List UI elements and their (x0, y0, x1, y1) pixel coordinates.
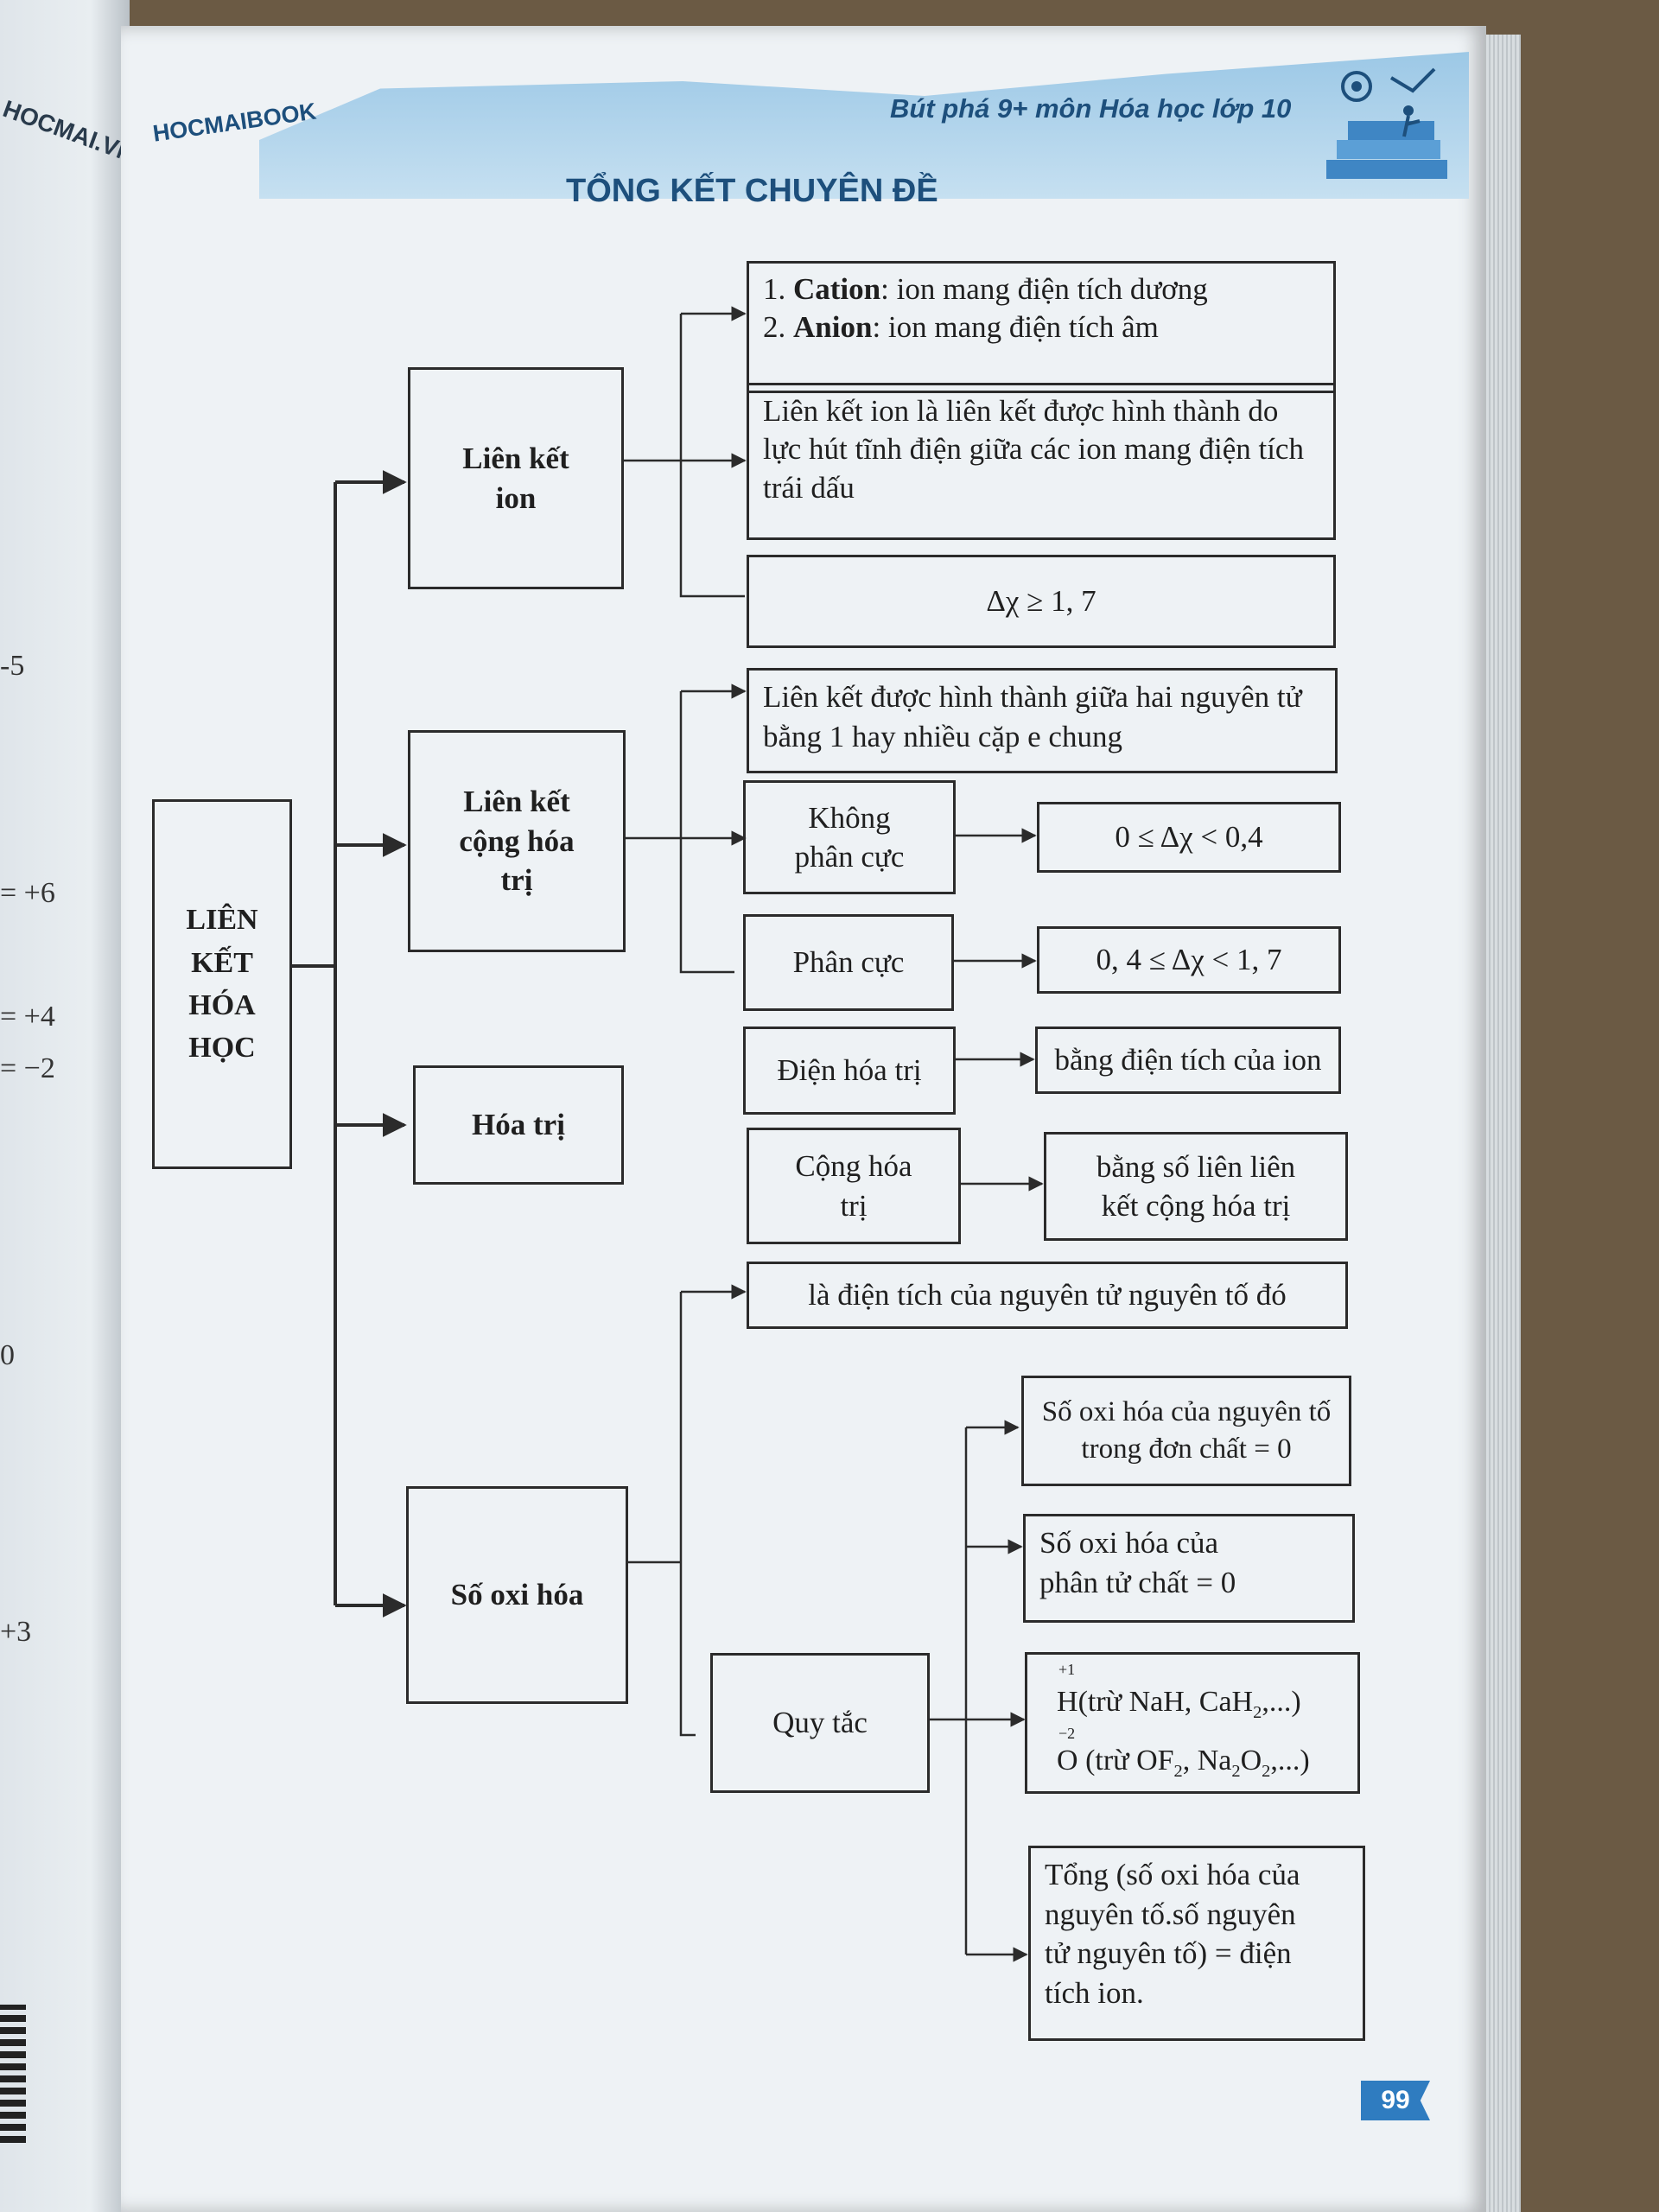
oxygen-mid: O (1240, 1745, 1262, 1777)
rule-sum-box: Tổng (số oxi hóa của nguyên tố.số nguyên… (1028, 1846, 1365, 2041)
left-page-fragment: 0 (0, 1339, 15, 1371)
covalent-label-line: trị (500, 863, 533, 898)
page-title: TỔNG KẾT CHUYÊN ĐỀ (566, 173, 938, 209)
cation-number: 1. (763, 272, 786, 306)
root-node: LIÊN KẾT HÓA HỌC (152, 799, 292, 1169)
covalent-label-line: Liên kết (463, 785, 570, 819)
covalent-label-line: cộng hóa (459, 823, 575, 858)
qr-code-fragment (0, 2005, 26, 2143)
anion-term: Anion (793, 309, 873, 344)
electrovalence-node: Điện hóa trị (743, 1027, 956, 1115)
polar-node: Phân cực (743, 914, 954, 1011)
nonpolar-label-line: Không (808, 800, 891, 835)
left-page-fragment: = +6 (0, 877, 55, 909)
rule-element-line: Số oxi hóa của nguyên tố (1041, 1396, 1332, 1428)
rule-molecule-box: Số oxi hóa của phân tử chất = 0 (1023, 1514, 1355, 1623)
oxygen-subscript: 2 (1173, 1761, 1183, 1781)
covalence-definition-line: bằng số liên liên (1096, 1149, 1296, 1184)
oxygen-exception: (trừ OF (1085, 1745, 1174, 1777)
cation-line: 1. Cation: ion mang điện tích dương (763, 270, 1319, 308)
rule-h-o-box: +1 H(trừ NaH, CaH2,...) −2 O (trừ OF2, N… (1025, 1652, 1360, 1794)
hydrogen-tail: ,...) (1262, 1686, 1301, 1718)
valence-node: Hóa trị (413, 1065, 624, 1185)
anion-number: 2. (763, 309, 786, 344)
ionic-label-line: ion (495, 480, 537, 515)
oxygen-mid: , Na (1182, 1745, 1232, 1777)
oxygen-symbol: O (1057, 1745, 1078, 1777)
oxidation-number-node: Số oxi hóa (406, 1486, 628, 1704)
page-number: 99 (1361, 2081, 1430, 2120)
rule-molecule-line: Số oxi hóa của (1039, 1526, 1219, 1560)
left-page-fragment: -5 (0, 650, 25, 682)
anion-definition: : ion mang điện tích âm (872, 309, 1159, 344)
root-label-line: HỌC (188, 1032, 256, 1065)
oxygen-tail: ,...) (1270, 1745, 1310, 1777)
left-page-fragment: = −2 (0, 1052, 55, 1084)
oxygen-oxidation-sup: −2 (1058, 1725, 1076, 1742)
rule-sum-line: tích ion. (1045, 1975, 1144, 2010)
electrovalence-definition-box: bằng điện tích của ion (1035, 1027, 1341, 1094)
rule-sum-line: Tổng (số oxi hóa của (1045, 1858, 1300, 1891)
rule-sum-line: nguyên tố.số nguyên (1045, 1897, 1296, 1931)
left-page-fragment: +3 (0, 1616, 32, 1648)
cation-definition: : ion mang điện tích dương (880, 272, 1208, 306)
hydrogen-oxidation-sup: +1 (1058, 1661, 1076, 1678)
polar-range-box: 0, 4 ≤ Δχ < 1, 7 (1037, 926, 1341, 994)
hydrogen-subscript: 2 (1253, 1702, 1262, 1722)
ion-types-box: 1. Cation: ion mang điện tích dương 2. A… (747, 261, 1336, 393)
books-emblem-icon (1326, 67, 1447, 179)
rule-element-line: trong đơn chất = 0 (1081, 1433, 1292, 1465)
oxygen-subscript: 2 (1262, 1761, 1271, 1781)
rules-node: Quy tắc (710, 1653, 930, 1793)
rule-oxygen-line: −2 O (trừ OF2, Na2O2,...) (1057, 1725, 1354, 1788)
oxidation-definition-box: là điện tích của nguyên tử nguyên tố đó (747, 1262, 1348, 1329)
left-page-fragment: = +4 (0, 1001, 55, 1033)
covalence-definition-box: bằng số liên liên kết cộng hóa trị (1044, 1132, 1348, 1241)
root-label-line: LIÊN (186, 904, 258, 937)
hydrogen-text: H(trừ NaH, CaH2,...) (1057, 1686, 1301, 1722)
header-book-title: Bút phá 9+ môn Hóa học lớp 10 (890, 93, 1292, 124)
oxygen-text: O (trừ OF2, Na2O2,...) (1057, 1745, 1310, 1781)
ionic-bond-node: Liên kết ion (408, 367, 624, 589)
covalent-bond-node: Liên kết cộng hóa trị (408, 730, 626, 952)
cation-term: Cation (793, 272, 881, 306)
rule-molecule-line: phân tử chất = 0 (1039, 1565, 1236, 1599)
covalence-node: Cộng hóa trị (747, 1128, 961, 1244)
rule-element-box: Số oxi hóa của nguyên tố trong đơn chất … (1021, 1376, 1351, 1486)
nonpolar-node: Không phân cực (743, 780, 956, 894)
hydrogen-symbol: H (1057, 1686, 1078, 1718)
oxygen-subscript: 2 (1231, 1761, 1241, 1781)
ionic-condition-box: Δχ ≥ 1, 7 (747, 555, 1336, 648)
covalence-definition-line: kết cộng hóa trị (1101, 1189, 1291, 1223)
hydrogen-exception: (trừ NaH, CaH (1077, 1686, 1254, 1718)
root-label-line: KẾT HÓA (188, 946, 256, 1021)
nonpolar-label-line: phân cực (794, 840, 905, 874)
ionic-definition-box: Liên kết ion là liên kết được hình thành… (747, 383, 1336, 540)
nonpolar-range-box: 0 ≤ Δχ < 0,4 (1037, 802, 1341, 873)
covalent-definition-box: Liên kết được hình thành giữa hai nguyên… (747, 668, 1338, 773)
left-page-edge: HOCMAI.VN -5 = +6 = +4 = −2 0 +3 (0, 0, 130, 2212)
rule-hydrogen-line: +1 H(trừ NaH, CaH2,...) (1057, 1661, 1354, 1727)
anion-line: 2. Anion: ion mang điện tích âm (763, 308, 1319, 346)
covalence-label-line: trị (840, 1188, 868, 1223)
covalence-label-line: Cộng hóa (795, 1149, 912, 1183)
rule-sum-line: tử nguyên tố) = điện (1045, 1936, 1292, 1970)
ionic-label-line: Liên kết (462, 442, 569, 475)
